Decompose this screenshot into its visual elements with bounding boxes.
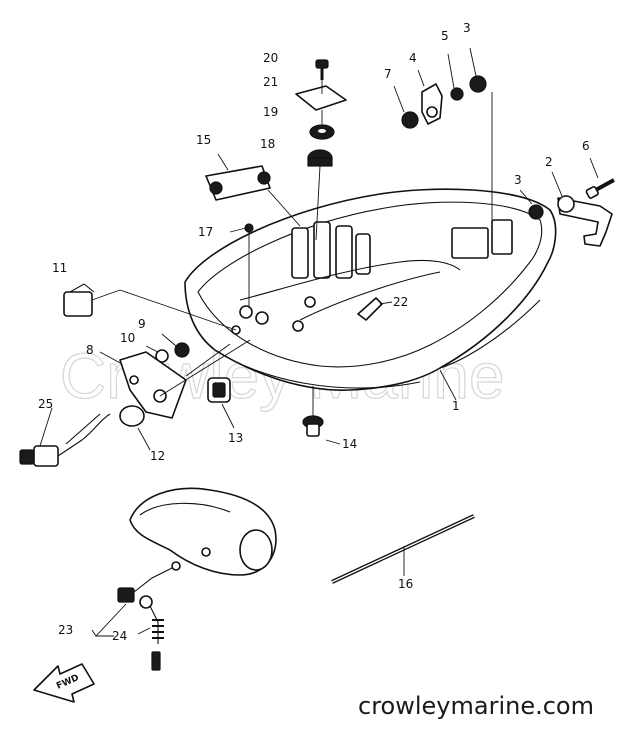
part-4-lever[interactable] (421, 83, 443, 125)
callout-25: 25 (38, 397, 53, 411)
part-8-plate[interactable] (119, 351, 187, 419)
callout-10: 10 (120, 331, 135, 345)
part-16-rod[interactable] (331, 514, 475, 584)
callout-22: 22 (393, 295, 408, 309)
part-3-nut-top[interactable] (469, 75, 487, 93)
part-25-sensor[interactable] (19, 413, 111, 467)
site-footer: crowleymarine.com (358, 692, 594, 720)
part-11-grommet[interactable] (63, 283, 95, 317)
callout-21: 21 (263, 75, 278, 89)
callout-19: 19 (263, 105, 278, 119)
part-12-cap[interactable] (119, 405, 145, 427)
callout-5: 5 (441, 29, 449, 43)
part-20-screw[interactable] (315, 59, 329, 80)
callout-16: 16 (398, 577, 413, 591)
callout-6: 6 (582, 139, 590, 153)
callout-20: 20 (263, 51, 278, 65)
callout-15: 15 (196, 133, 211, 147)
part-6-bolt[interactable] (585, 178, 615, 199)
part-19-washer[interactable] (309, 124, 335, 140)
callout-3-top: 3 (463, 21, 471, 35)
callout-17: 17 (198, 225, 213, 239)
callout-labels: 20 21 19 18 15 17 3 5 4 7 6 2 3 11 22 9 … (38, 21, 590, 643)
callout-14: 14 (342, 437, 357, 451)
part-23-switch[interactable] (117, 561, 181, 603)
part-3-nut-right[interactable] (528, 204, 544, 220)
part-5-nut[interactable] (450, 87, 464, 101)
callout-12: 12 (150, 449, 165, 463)
callout-24: 24 (112, 629, 127, 643)
callout-7: 7 (384, 67, 392, 81)
leader-lines (39, 47, 599, 637)
part-18-grommet[interactable] (307, 149, 333, 167)
lower-housing-part (129, 487, 277, 576)
part-24-spring-lead[interactable] (139, 595, 164, 671)
part-7-collar[interactable] (401, 111, 419, 129)
part-15-damper[interactable] (205, 165, 271, 201)
part-13-grommet[interactable] (207, 377, 231, 403)
cowling-mount-bosses (231, 219, 513, 335)
callout-4: 4 (409, 51, 417, 65)
callout-8: 8 (86, 343, 94, 357)
part-9-screw[interactable] (174, 342, 190, 358)
part-10-washer[interactable] (155, 349, 169, 363)
callout-13: 13 (228, 431, 243, 445)
callout-18: 18 (260, 137, 275, 151)
forward-arrow-icon: FWD (33, 663, 95, 703)
callout-23: 23 (58, 623, 73, 637)
callout-1: 1 (452, 399, 460, 413)
part-21-plate[interactable] (295, 85, 347, 111)
callout-3-right: 3 (514, 173, 522, 187)
part-2-bracket[interactable] (557, 195, 613, 247)
callout-11: 11 (52, 261, 67, 275)
part-14-plug[interactable] (302, 415, 324, 437)
callout-9: 9 (138, 317, 146, 331)
callout-2: 2 (545, 155, 553, 169)
part-17-pin[interactable] (244, 223, 254, 233)
